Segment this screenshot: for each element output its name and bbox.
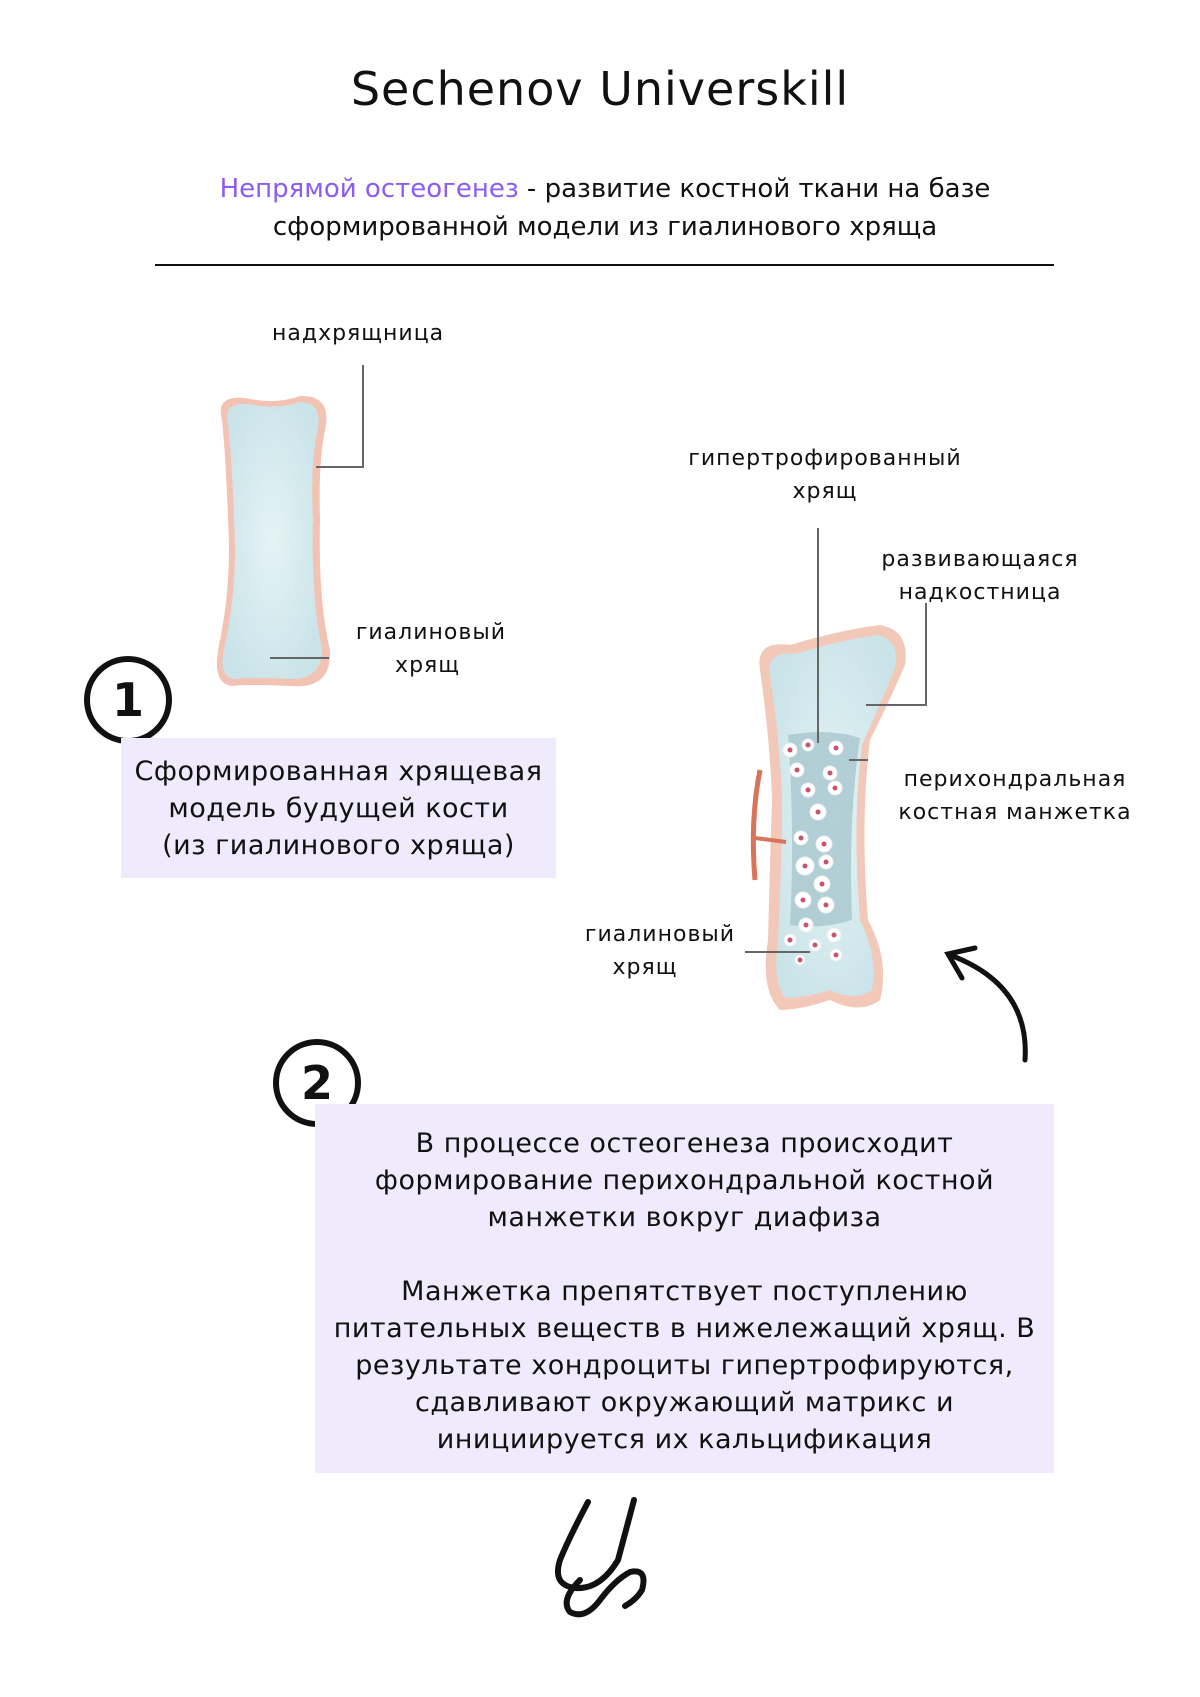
curved-arrow-icon <box>944 945 1028 1063</box>
caption-line: манжетки вокруг диафиза <box>487 1202 882 1233</box>
label-perichondral-bone-collar: перихондральная костная манжетка <box>870 763 1160 829</box>
intro-term: Непрямой остеогенез <box>219 174 519 204</box>
caption-line: (из гиалинового хряща) <box>162 830 515 861</box>
label-perichondrium: надхрящница <box>272 321 445 346</box>
intro-definition: Непрямой остеогенез - развитие костной т… <box>150 170 1060 246</box>
stage2-caption-box: В процессе остеогенеза происходит формир… <box>315 1104 1054 1473</box>
caption-line: питательных веществ в нижележащий хрящ. … <box>333 1313 1036 1344</box>
divider <box>155 264 1054 266</box>
page-title: Sechenov Universkill <box>350 62 850 116</box>
label-developing-periosteum: развивающаяся надкостница <box>840 543 1120 609</box>
label-line: перихондральная <box>903 767 1127 792</box>
label-line: хрящ <box>612 955 678 980</box>
label-line: костная манжетка <box>898 800 1132 825</box>
cartilage-model-illustration <box>216 395 331 687</box>
label-line: надкостница <box>898 580 1062 605</box>
caption-line: результате хондроциты гипертрофируются, <box>355 1350 1014 1381</box>
label-hyaline-cartilage-2: гиалиновый хрящ <box>570 918 750 984</box>
stage1-caption-box: Сформированная хрящевая модель будущей к… <box>121 738 556 878</box>
label-hypertrophied-cartilage: гипертрофированный хрящ <box>650 442 1000 508</box>
developing-bone-illustration <box>750 625 906 1010</box>
label-line: гипертрофированный <box>688 446 962 471</box>
caption-line: В процессе остеогенеза происходит <box>415 1128 954 1159</box>
caption-line: инициируется их кальцификация <box>436 1424 933 1455</box>
step-number-1: 1 <box>84 656 172 744</box>
label-line: гиалиновый <box>355 620 506 645</box>
intro-text: - развитие костной ткани на базе сформир… <box>272 174 991 242</box>
caption-line: модель будущей кости <box>168 793 509 824</box>
caption-line: сдавливают окружающий матрикс и <box>414 1387 955 1418</box>
caption-line: Сформированная хрящевая <box>134 756 543 787</box>
label-line: развивающаяся <box>881 547 1079 572</box>
universkill-logo <box>554 1497 647 1618</box>
label-line: гиалиновый <box>584 922 736 947</box>
pointer-perichondrium <box>316 365 364 468</box>
caption-line: Манжетка препятствует поступлению <box>401 1276 968 1307</box>
label-line: хрящ <box>792 479 858 504</box>
label-line: хрящ <box>395 653 460 678</box>
caption-line: формирование перихондральной костной <box>374 1165 995 1196</box>
pointer-periosteum <box>866 603 927 706</box>
label-hyaline-cartilage-1: гиалиновый хрящ <box>330 616 506 682</box>
